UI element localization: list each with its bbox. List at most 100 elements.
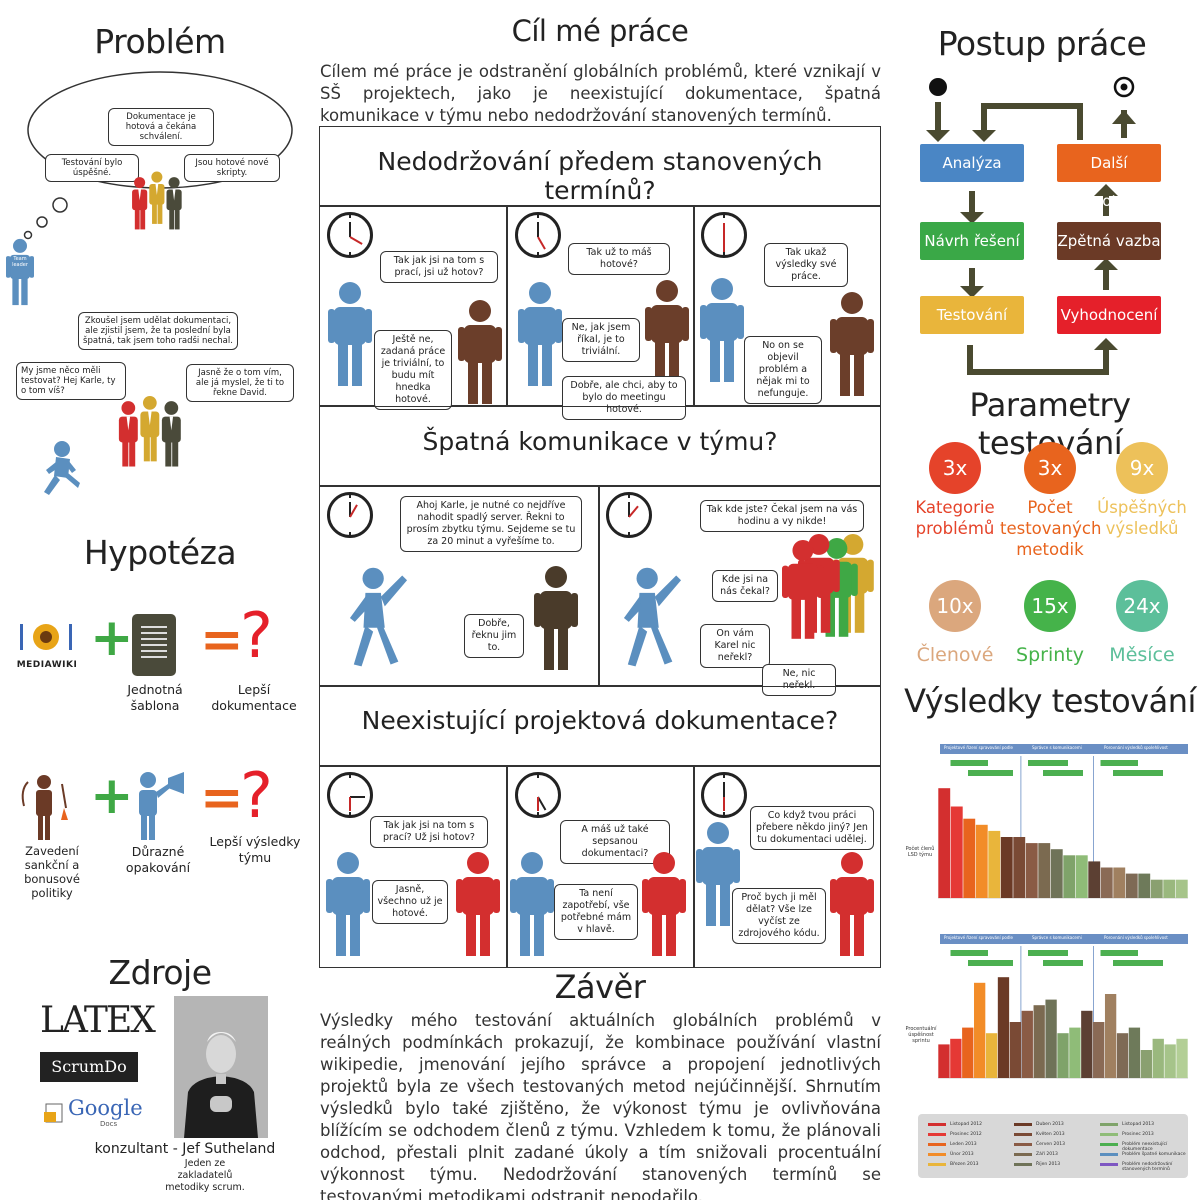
chart-bar (1000, 837, 1013, 898)
chart-phase-bar (940, 934, 1188, 944)
legend-label: Listopad 2012 (950, 1122, 982, 1127)
hypothesis-label: Jednotná šablona (127, 682, 183, 713)
vysledky-title: Výsledky testování (904, 682, 1196, 720)
legend-swatch (1014, 1163, 1032, 1166)
param-label: Kategorie problémů (915, 498, 995, 538)
legend-item: Problém neexistující dokumentace (1100, 1142, 1186, 1152)
speech-bubble: Tak jak jsi na tom s prací, jsi už hotov… (380, 251, 498, 283)
zaver-title: Závěr (554, 968, 646, 1006)
legend-item: Listopad 2012 (928, 1122, 1014, 1132)
person-blue (518, 282, 562, 386)
legend-label: Květen 2013 (1036, 1132, 1065, 1137)
chart-bar (988, 830, 1001, 898)
chart-bar (1163, 879, 1176, 898)
chart-2-plot (938, 946, 1188, 1079)
chart-bar (1013, 837, 1026, 898)
chart-task-strip (1113, 770, 1163, 776)
chart-phase-divider (1093, 756, 1094, 898)
speech-bubble: My jsme něco měli testovat? Hej Karle, t… (16, 362, 126, 400)
param-circle: 15x (1024, 580, 1076, 632)
person-brown (830, 292, 874, 396)
speech-bubble: Tak jak jsi na tom s prací? Už jsi hotov… (370, 816, 488, 848)
person-red (830, 852, 874, 956)
chart-phase-label: Správce s komunikacemi (1032, 745, 1082, 750)
chart-bar (1050, 849, 1063, 898)
param-label: Členové (916, 644, 994, 666)
comic-panel (319, 766, 507, 968)
legend-label: Problém nedodržování stanovených termínů (1122, 1162, 1173, 1172)
chart-bar (1045, 999, 1057, 1078)
equals-sign: = (200, 610, 244, 670)
chart-bar (1176, 1038, 1188, 1078)
param-circle: 24x (1116, 580, 1168, 632)
legend-label: Problém neexistující dokumentace (1122, 1142, 1168, 1152)
legend-item: Problém nedodržování stanovených termínů (1100, 1162, 1186, 1172)
chart-bar (1175, 879, 1188, 898)
chart-bar (1128, 1027, 1141, 1078)
chart-bar (1081, 1010, 1093, 1078)
chart-bar (950, 1038, 962, 1078)
chart-bar (1021, 1010, 1033, 1078)
chart-bar (963, 818, 976, 898)
speech-bubble: Testování bylo úspěšné. (45, 154, 139, 182)
speech-bubble: Tak kde jste? Čekal jsem na vás hodinu a… (700, 500, 864, 532)
param-label: Počet testovaných metodik (1000, 498, 1102, 559)
suited-trio (132, 171, 182, 230)
chart-bar (938, 1044, 950, 1078)
legend-swatch (1100, 1133, 1118, 1136)
legend-swatch (1014, 1133, 1032, 1136)
flow-step-dalsi-hypoteza: Další hypotéza (1057, 144, 1161, 210)
param-label: Měsíce (1109, 644, 1175, 666)
speech-bubble: Jasně, všechno už je hotové. (372, 880, 448, 924)
comic-section-title: Neexistující projektová dokumentace? (361, 706, 839, 735)
speech-bubble: Jasně že o tom vím, ale já myslel, že ti… (186, 364, 294, 402)
chart-bar (962, 1027, 974, 1078)
clock-icon (327, 492, 373, 538)
legend-item: Březen 2013 (928, 1162, 1014, 1172)
person-blue (510, 852, 554, 956)
speech-bubble: Dobře, řeknu jim to. (464, 614, 524, 658)
section-title-box (319, 686, 881, 766)
cil-text: Cílem mé práce je odstranění globálních … (320, 62, 881, 125)
chart-bar (1069, 1027, 1081, 1078)
google-docs-icon (44, 1103, 63, 1123)
chart-bar (1033, 1005, 1045, 1078)
speech-bubble: Dokumentace je hotová a čekána schválení… (108, 108, 214, 146)
consultant-note: Jeden ze zakladatelů metodiky scrum. (165, 1158, 245, 1193)
legend-label: Prosinec 2013 (1122, 1132, 1154, 1137)
person-red (456, 852, 500, 956)
section-title-box (319, 126, 881, 206)
chart-ylabel: Počet členů LSD týmu (905, 846, 935, 858)
plus-sign: + (90, 608, 134, 668)
speech-bubble: Kde jsi na nás čekal? (712, 570, 778, 602)
speech-bubble: Zkoušel jsem udělat dokumentaci, ale zji… (78, 312, 238, 350)
flow-step-analyza: Analýza (920, 144, 1024, 182)
question-mark: ? (240, 759, 273, 832)
speech-bubble: A máš už také sepsanou dokumentaci? (560, 820, 670, 864)
chart-bar (985, 1033, 998, 1078)
comic-section-title: Nedodržování předem stanovených termínů? (377, 147, 823, 205)
comic-panel (694, 206, 881, 406)
chart-2: Projektové řízení spravování podle Správ… (904, 932, 1190, 1090)
chart-bar (1063, 855, 1076, 898)
chart-bar (974, 982, 986, 1078)
chart-phase-label: Správce s komunikacemi (1032, 935, 1082, 940)
person-brown (458, 300, 502, 404)
postup-title: Postup práce (937, 24, 1147, 63)
chart-task-strip (1100, 950, 1138, 956)
flow-step-testovani: Testování (920, 296, 1024, 334)
chart-bar (1152, 1038, 1164, 1078)
carrot-stick-icon (21, 775, 68, 840)
legend-item: Problém špatné komunikace (1100, 1152, 1186, 1162)
legend-swatch (928, 1143, 946, 1146)
chart-task-strip (1028, 950, 1068, 956)
flow-step-zpetna-vazba: Zpětná vazba (1057, 222, 1161, 260)
chart-phase-label: Porovnání výsledků spolehlivost (1104, 935, 1168, 940)
chart-task-strip (1028, 760, 1068, 766)
speech-bubble: Co když tvou práci přebere někdo jiný? J… (750, 806, 874, 850)
legend-label: Prosinec 2012 (950, 1132, 982, 1137)
pointing-person-blue (349, 567, 408, 667)
chart-phase-divider (1093, 946, 1094, 1078)
chart-1: Projektové řízení spravování podle Správ… (904, 742, 1190, 910)
